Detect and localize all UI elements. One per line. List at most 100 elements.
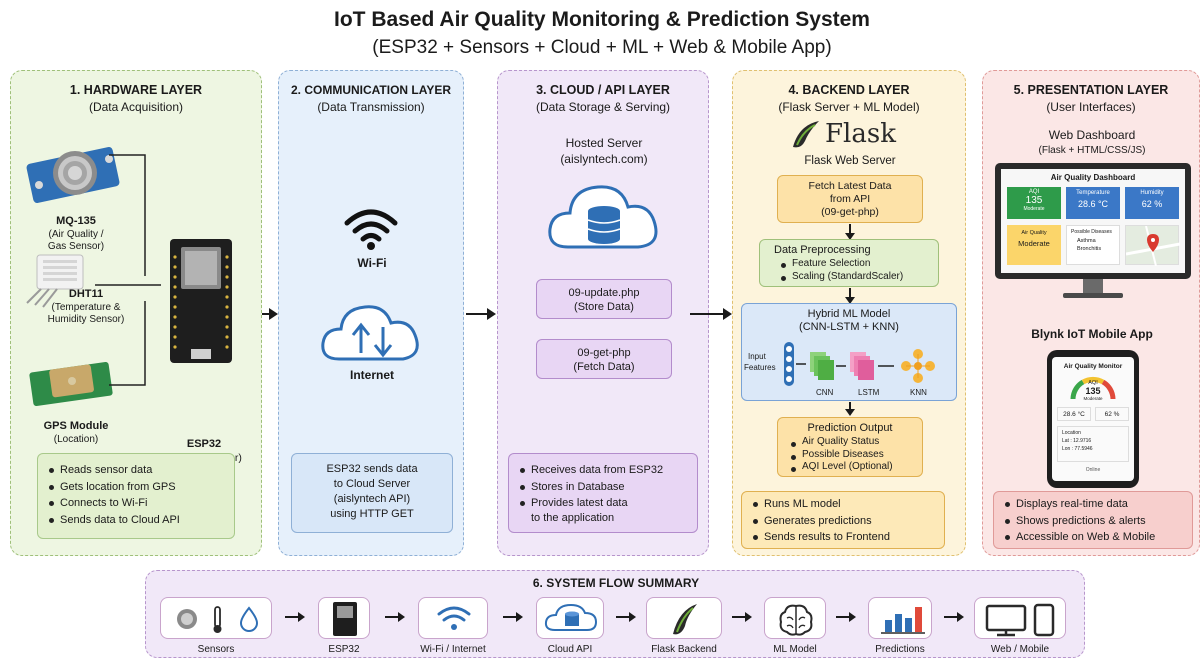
phone-aqi-label: AQI [1088, 380, 1098, 386]
gps-desc: (Location) [53, 434, 99, 445]
bar-chart-icon [881, 607, 925, 634]
presentation-bullet: Displays real-time data [1002, 496, 1155, 513]
phone-app-title: Air Quality Monitor [1063, 363, 1123, 370]
phone-frame: Air Quality Monitor AQI 135 Moderate 28.… [1047, 350, 1139, 488]
flow-wifi-box [418, 597, 488, 639]
hardware-layer-subtitle: (Data Acquisition) [88, 100, 184, 114]
hardware-layer: 1. HARDWARE LAYER (Data Acquisition) MQ-… [10, 70, 262, 556]
flow-cloud-box [536, 597, 604, 639]
fetch-line: (09-get-php) [821, 206, 879, 218]
cloud-bullet: Stores in Database [517, 479, 663, 496]
backend-bullet: Sends results to Frontend [750, 529, 890, 546]
page-title: IoT Based Air Quality Monitoring & Predi… [334, 8, 870, 31]
monitor-frame: Air Quality Dashboard AQI 135 Moderate T… [995, 163, 1191, 279]
humidity-card: Humidity 62 % [1125, 187, 1179, 219]
input-label-1: Input [748, 352, 766, 361]
hum-card-value: 62 % [1141, 199, 1163, 209]
wifi-flow-icon [437, 606, 471, 630]
web-dashboard-subtitle: (Flask + HTML/CSS/JS) [1038, 145, 1146, 156]
air-quality-card: Air Quality Moderate [1007, 225, 1061, 265]
flow-arrow [285, 612, 305, 622]
arrow-comm-to-cloud [466, 308, 496, 320]
flask-icon [673, 604, 697, 635]
flask-logo-text: Flask [825, 119, 896, 149]
phone-temp-card: 28.6 °C [1057, 407, 1091, 421]
temp-card-value: 28.6 °C [1077, 199, 1109, 209]
comm-summary-line: using HTTP GET [330, 508, 414, 520]
flask-logo-icon [793, 121, 819, 148]
diseases-card-label: Possible Diseases [1071, 229, 1112, 235]
aqi-card: AQI 135 Moderate [1007, 187, 1061, 219]
flow-ml-box [764, 597, 826, 639]
presentation-bullet: Accessible on Web & Mobile [1002, 529, 1155, 546]
cloud-bullets: Receives data from ESP32 Stores in Datab… [517, 462, 663, 512]
preprocessing-items: Feature Selection Scaling (StandardScale… [778, 257, 903, 283]
flow-web-mobile-box [974, 597, 1066, 639]
flow-label: Wi-Fi / Internet [420, 644, 486, 655]
fetch-line: Fetch Latest Data [808, 180, 892, 192]
phone-status: Online [1085, 467, 1101, 473]
dht11-desc-2: Humidity Sensor) [47, 314, 125, 325]
communication-layer: 2. COMMUNICATION LAYER (Data Transmissio… [278, 70, 464, 556]
sensors-icon [177, 606, 259, 633]
prediction-output-box: Prediction Output Air Quality Status Pos… [777, 417, 923, 477]
knn-label: KNN [910, 388, 927, 397]
brain-icon [779, 604, 813, 636]
phone-aqi-status: Moderate [1083, 396, 1103, 401]
dht11-sensor-icon [26, 254, 84, 308]
backend-bullet: Generates predictions [750, 513, 890, 530]
aqi-gauge-icon [1070, 376, 1116, 400]
flow-arrow [385, 612, 405, 622]
arrow-cloud-to-backend [690, 308, 732, 320]
get-api-name: 09-get-php [577, 347, 631, 359]
gps-name: GPS Module [43, 420, 109, 432]
arrow-hardware-to-comm [262, 308, 278, 320]
arrow-fetch-to-pre [845, 224, 855, 240]
esp32-icon [333, 602, 357, 636]
aq-card-value: Moderate [1018, 239, 1050, 248]
hardware-bullets: Reads sensor data Gets location from GPS… [46, 462, 180, 528]
phone-aqi-value: 135 [1085, 386, 1101, 396]
flow-label: Web / Mobile [990, 644, 1050, 655]
hardware-summary-box: Reads sensor data Gets location from GPS… [37, 453, 235, 539]
web-dashboard-title: Web Dashboard [1048, 128, 1136, 142]
aqi-card-status: Moderate [1023, 206, 1045, 212]
flow-arrow [944, 612, 964, 622]
comm-summary-line: (aislyntech API) [333, 493, 411, 505]
phone-location-card: Location Lat : 12.9716 Lon : 77.5946 [1057, 426, 1129, 462]
disease-item: Asthma [1077, 238, 1096, 244]
hardware-bullet: Connects to Wi-Fi [46, 495, 180, 512]
flow-predictions-box [868, 597, 932, 639]
mq135-name: MQ-135 [56, 215, 96, 227]
prediction-items: Air Quality Status Possible Diseases AQI… [788, 436, 893, 474]
flow-label: Flask Backend [651, 644, 717, 655]
sensor-wiring [95, 154, 161, 386]
dht11-desc-1: (Temperature & [51, 302, 121, 313]
backend-bullets: Runs ML model Generates predictions Send… [750, 496, 890, 546]
temp-card-label: Temperature [1076, 190, 1110, 196]
input-label-2: Features [744, 363, 776, 372]
preprocessing-item: Feature Selection [778, 257, 903, 270]
cloud-bullet-continuation: to the application [531, 512, 615, 524]
prediction-item: Possible Diseases [788, 449, 893, 462]
flow-arrow [503, 612, 523, 622]
lstm-label: LSTM [858, 388, 880, 397]
flow-esp32-box [318, 597, 370, 639]
cloud-layer: 3. CLOUD / API LAYER (Data Storage & Ser… [497, 70, 709, 556]
phone-lat: Lat : 12.9716 [1062, 438, 1092, 444]
diseases-card: Possible Diseases Asthma Bronchitis [1066, 225, 1120, 265]
gps-module-icon [29, 361, 113, 407]
flow-arrow [836, 612, 856, 622]
internet-label: Internet [349, 368, 394, 382]
devices-icon [985, 603, 1055, 637]
monitor-base [1063, 293, 1123, 298]
flow-arrow [732, 612, 752, 622]
arrow-model-to-pred [845, 402, 855, 416]
phone-location-label: Location [1062, 430, 1081, 436]
model-pipeline-diagram [784, 342, 935, 386]
update-api-desc: (Store Data) [574, 301, 634, 313]
hybrid-model-box: Hybrid ML Model (CNN-LSTM + KNN) Input F… [741, 303, 957, 401]
mobile-app-title: Blynk IoT Mobile App [1031, 327, 1153, 341]
cloud-api-icon [544, 603, 598, 631]
presentation-layer: 5. PRESENTATION LAYER (User Interfaces) … [982, 70, 1200, 556]
